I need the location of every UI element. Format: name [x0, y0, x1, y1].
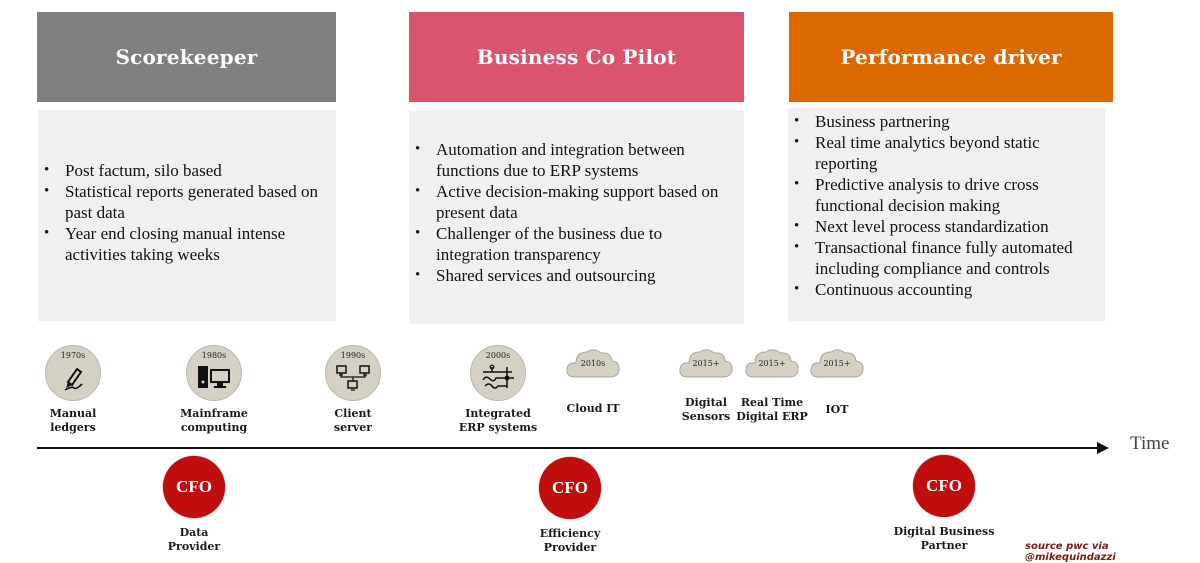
era-label: Client [334, 407, 372, 420]
circuit-icon [482, 364, 514, 389]
source-credit: source pwc via @mikequindazzi [1025, 541, 1116, 563]
cfo-badge: CFO [539, 457, 601, 519]
cloud-icon: 2015+ [744, 346, 800, 380]
era-label: Digital ERP [736, 410, 808, 423]
era-label: Mainframe [180, 407, 248, 420]
bullet-item: Business partnering [794, 111, 1099, 132]
era-label: Sensors [681, 410, 731, 423]
era-badge: 2000s [470, 345, 526, 401]
cloud-icon: 2015+ [809, 346, 865, 380]
cfo-badge: CFO [163, 456, 225, 518]
cfo-role-label: Partner [920, 539, 968, 552]
bullet-item: Post factum, silo based [44, 160, 328, 181]
era-year: 2015+ [692, 359, 720, 368]
desktop-computer-icon [198, 366, 230, 388]
stage-panel-business-co-pilot: Automation and integration between funct… [409, 110, 744, 324]
era-badge: 1970s [45, 345, 101, 401]
era-year: 1980s [201, 351, 227, 360]
era-year: 2000s [485, 351, 511, 360]
era-year: 2015+ [758, 359, 786, 368]
era-label: Cloud IT [566, 402, 620, 415]
era-label: computing [180, 421, 248, 434]
bullet-item: Challenger of the business due to integr… [415, 223, 734, 265]
cloud-icon: 2010s [565, 346, 621, 380]
cfo-role-label: Provider [167, 540, 221, 553]
bullet-item: Next level process standardization [794, 216, 1099, 237]
cfo-role-label: Data [179, 526, 209, 539]
bullet-item: Active decision-making support based on … [415, 181, 734, 223]
stage-title: Business Co Pilot [476, 45, 677, 69]
arrow-right-icon [1097, 442, 1109, 454]
stage-title: Performance driver [840, 45, 1062, 69]
bullet-item: Real time analytics beyond static report… [794, 132, 1099, 174]
era-iot: 2015+ IOT [804, 346, 870, 417]
bullet-item: Transactional finance fully automated in… [794, 237, 1099, 279]
stage-title: Scorekeeper [115, 45, 258, 69]
era-label: Digital [685, 396, 727, 409]
era-label: ledgers [50, 421, 96, 434]
era-year: 2015+ [823, 359, 851, 368]
era-year: 2010s [580, 359, 606, 368]
timeline-axis [37, 447, 1102, 449]
cfo-role-label: Provider [543, 541, 597, 554]
cloud-icon: 2015+ [678, 346, 734, 380]
stage-panel-scorekeeper: Post factum, silo based Statistical repo… [38, 110, 336, 321]
cfo-role-label: Digital Business [893, 525, 995, 538]
bullet-list: Post factum, silo based Statistical repo… [38, 160, 328, 265]
era-label: Integrated [465, 407, 531, 420]
stage-header-business-co-pilot: Business Co Pilot [409, 12, 744, 102]
timeline-label: Time [1130, 433, 1170, 454]
era-label: Manual [49, 407, 97, 420]
bullet-item: Statistical reports generated based on p… [44, 181, 328, 223]
bullet-list: Business partnering Real time analytics … [788, 111, 1099, 300]
era-label: ERP systems [458, 421, 538, 434]
cfo-role-label: Efficiency [539, 527, 601, 540]
pen-writing-icon [64, 367, 83, 391]
bullet-item: Shared services and outsourcing [415, 265, 734, 286]
stage-header-scorekeeper: Scorekeeper [37, 12, 336, 102]
stage-header-performance-driver: Performance driver [789, 12, 1113, 102]
era-label: IOT [825, 403, 849, 416]
stage-panel-performance-driver: Business partnering Real time analytics … [788, 108, 1105, 321]
bullet-item: Continuous accounting [794, 279, 1099, 300]
bullet-list: Automation and integration between funct… [409, 139, 734, 286]
era-year: 1990s [340, 351, 366, 360]
cfo-badge: CFO [913, 455, 975, 517]
bullet-item: Predictive analysis to drive cross funct… [794, 174, 1099, 216]
bullet-item: Year end closing manual intense activiti… [44, 223, 328, 265]
era-badge: 1980s [186, 345, 242, 401]
era-badge: 1990s [325, 345, 381, 401]
network-icon [336, 365, 370, 391]
era-year: 1970s [60, 351, 86, 360]
era-label: Real Time [740, 396, 804, 409]
era-cloud-it: 2010s Cloud IT [558, 346, 628, 416]
era-label: server [333, 421, 373, 434]
bullet-item: Automation and integration between funct… [415, 139, 734, 181]
